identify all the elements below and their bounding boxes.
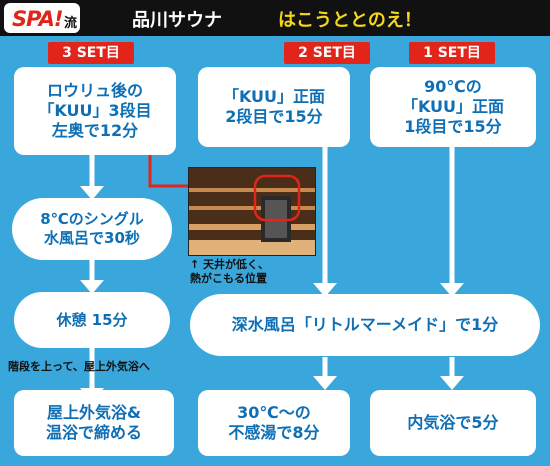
set3-step4-text: 屋上外気浴& 温浴で締める	[45, 403, 142, 442]
set3-step3-pill: 休憩 15分	[14, 292, 170, 348]
set2-step3-text: 30℃〜の 不感湯で8分	[228, 403, 320, 442]
page-title-highlight: はこうととのえ！	[278, 10, 422, 31]
shared-cold-bath-pill: 深水風呂「リトルマーメイド」で1分	[190, 294, 540, 356]
set1-step3-text: 内気浴で5分	[407, 413, 499, 432]
set2-step1-box: 「KUU」正面 2段目で15分	[198, 67, 350, 147]
label-set1: 1 SET目	[409, 42, 495, 64]
logo-suffix: 流	[64, 16, 78, 31]
page-title: 品川サウナ	[132, 10, 222, 31]
photo-caption: ↑ 天井が低く、 熱がこもる位置	[190, 258, 270, 286]
logo-text: SPA!	[12, 7, 63, 31]
highlight-ring	[253, 174, 301, 222]
set2-step1-text: 「KUU」正面 2段目で15分	[222, 87, 326, 126]
set3-step2-pill: 8℃のシングル 水風呂で30秒	[12, 198, 172, 260]
label-set2: 2 SET目	[284, 42, 370, 64]
rooftop-note: 階段を上って、屋上外気浴へ	[8, 360, 150, 373]
set1-step1-text: 90℃の 「KUU」正面 1段目で15分	[401, 77, 505, 136]
set3-step4-box: 屋上外気浴& 温浴で締める	[14, 390, 174, 456]
spa-logo: SPA! 流	[4, 3, 80, 33]
set1-step3-box: 内気浴で5分	[370, 390, 536, 456]
set2-step3-box: 30℃〜の 不感湯で8分	[198, 390, 350, 456]
set3-step1-text: ロウリュ後の 「KUU」3段目 左奥で12分	[38, 81, 152, 140]
set1-step1-box: 90℃の 「KUU」正面 1段目で15分	[370, 67, 536, 147]
sauna-photo-illustration	[189, 168, 315, 255]
set3-step3-text: 休憩 15分	[56, 310, 128, 329]
set3-step1-box: ロウリュ後の 「KUU」3段目 左奥で12分	[14, 67, 176, 155]
sauna-photo	[188, 167, 316, 256]
set3-step2-text: 8℃のシングル 水風呂で30秒	[40, 210, 144, 247]
shared-cold-bath-text: 深水風呂「リトルマーメイド」で1分	[231, 315, 499, 334]
label-set3: 3 SET目	[48, 42, 134, 64]
header-bar: SPA! 流 品川サウナ はこうととのえ！	[0, 0, 550, 36]
